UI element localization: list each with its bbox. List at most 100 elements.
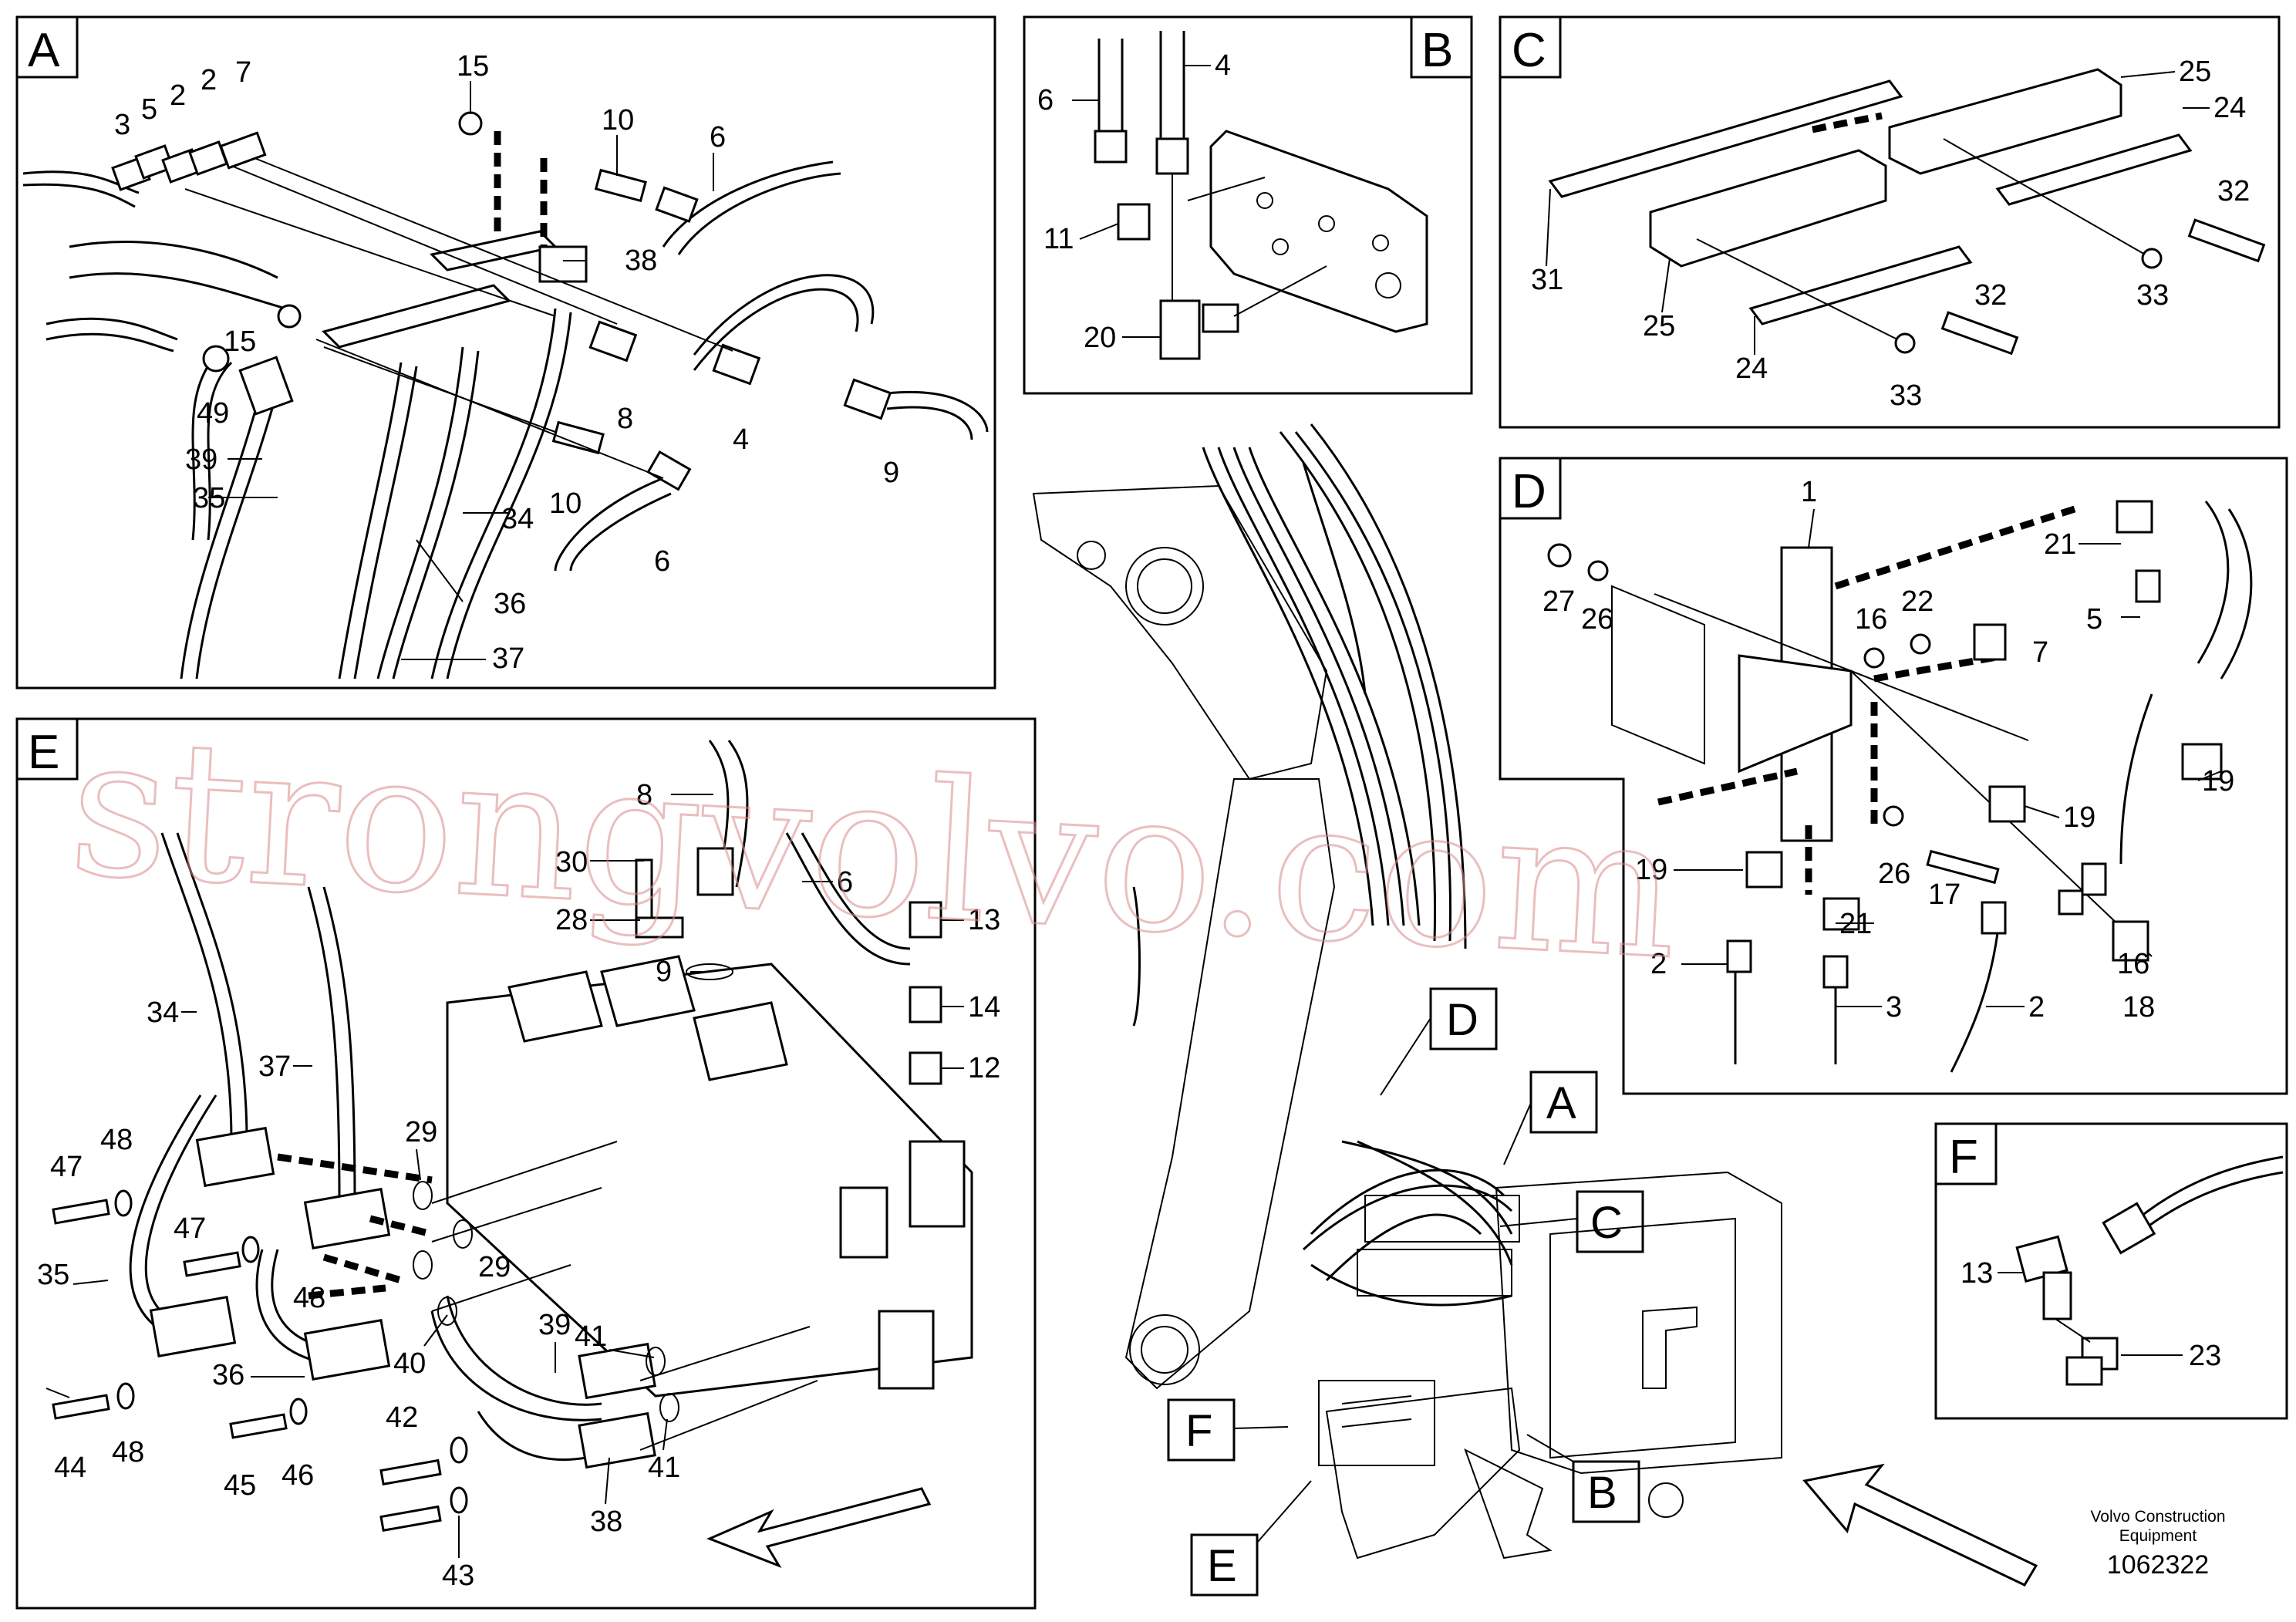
label: 15 — [457, 50, 489, 83]
label: 32 — [2217, 175, 2250, 207]
company-line-1: Volvo Construction — [2090, 1508, 2225, 1526]
label: 3 — [1886, 991, 1902, 1023]
label: 40 — [393, 1347, 426, 1380]
label: 16 — [2117, 948, 2149, 980]
label: 7 — [2032, 636, 2048, 669]
label: 48 — [112, 1436, 144, 1469]
label: 29 — [405, 1116, 437, 1148]
panel-d-labels: 1 21 27 26 22 16 7 5 19 19 19 26 17 21 2… — [1542, 476, 2234, 1023]
label: 5 — [2086, 603, 2102, 636]
label: 31 — [1531, 264, 1563, 296]
label: 44 — [54, 1452, 86, 1484]
label: 45 — [224, 1469, 256, 1502]
label: 14 — [968, 991, 1000, 1023]
label: 19 — [2202, 765, 2234, 798]
label: 19 — [2063, 801, 2095, 834]
label: 35 — [37, 1259, 69, 1291]
label: 30 — [555, 846, 588, 878]
label: 37 — [258, 1050, 291, 1083]
callout-b: B — [1587, 1468, 1617, 1518]
label: 11 — [1043, 223, 1074, 255]
label: 20 — [1084, 322, 1116, 354]
panel-c-labels: 25 24 32 31 25 24 33 32 33 — [1531, 56, 2250, 412]
label: 34 — [501, 503, 534, 535]
label: 2 — [1650, 948, 1667, 980]
label: 9 — [883, 457, 899, 489]
label: 39 — [538, 1309, 571, 1341]
footer: Volvo Construction Equipment 1062322 — [2090, 1508, 2225, 1580]
panel-c-letter: C — [1512, 24, 1546, 77]
label: 18 — [2122, 991, 2155, 1023]
panel-b: B — [1023, 15, 1473, 395]
label: 26 — [1581, 603, 1613, 636]
panel-d: D — [1499, 457, 2288, 1095]
label: 19 — [1635, 854, 1667, 886]
label: 10 — [549, 487, 582, 520]
callout-e: E — [1207, 1541, 1237, 1591]
label: 2 — [2028, 991, 2045, 1023]
label: 10 — [602, 104, 634, 137]
label: 24 — [1735, 352, 1768, 385]
callout-a: A — [1546, 1078, 1576, 1128]
label: 38 — [590, 1506, 622, 1538]
label: 33 — [1890, 379, 1922, 412]
label: 33 — [2136, 279, 2169, 312]
label: 48 — [100, 1124, 133, 1156]
panel-d-letter: D — [1512, 465, 1546, 518]
label: 13 — [968, 904, 1000, 936]
label: 23 — [2189, 1340, 2221, 1372]
panel-c: C — [1499, 15, 2281, 429]
callout-c: C — [1590, 1198, 1623, 1248]
label: 17 — [1928, 878, 1961, 911]
label: 6 — [1037, 84, 1054, 116]
label: 26 — [1878, 858, 1910, 890]
panel-a-letter: A — [28, 24, 60, 77]
label: 25 — [2179, 56, 2211, 88]
label: 2 — [170, 79, 186, 112]
label: 27 — [1542, 585, 1575, 618]
label: 2 — [201, 64, 217, 96]
label: 13 — [1961, 1257, 1993, 1290]
label: 25 — [1643, 310, 1675, 342]
panel-f-labels: 13 23 — [1961, 1257, 2221, 1372]
panel-f: F — [1934, 1122, 2288, 1420]
callout-f: F — [1185, 1406, 1212, 1456]
label: 38 — [625, 244, 657, 277]
label: 4 — [1215, 49, 1231, 82]
label: 16 — [1855, 603, 1887, 636]
label: 1 — [1801, 476, 1817, 508]
drawing-number: 1062322 — [2107, 1550, 2209, 1580]
label: 9 — [656, 956, 672, 988]
label: 3 — [114, 109, 130, 141]
label: 24 — [2213, 92, 2246, 124]
panel-e-letter: E — [28, 726, 59, 779]
label: 6 — [837, 866, 853, 899]
label: 42 — [386, 1401, 418, 1434]
label: 46 — [282, 1459, 314, 1492]
label: 32 — [1974, 279, 2007, 312]
label: 28 — [555, 904, 588, 936]
panel-e: E — [15, 717, 1037, 1610]
label: 4 — [733, 423, 749, 456]
label: 5 — [141, 93, 157, 126]
label: 34 — [147, 996, 179, 1029]
label: 47 — [174, 1212, 206, 1245]
label: 47 — [50, 1151, 83, 1183]
label: 6 — [654, 545, 670, 578]
machine-overview — [1032, 423, 2038, 1587]
label: 36 — [212, 1359, 244, 1391]
panel-f-letter: F — [1949, 1131, 1978, 1184]
label: 48 — [293, 1282, 325, 1314]
label: 49 — [197, 397, 229, 430]
label: 43 — [442, 1560, 474, 1592]
panel-a: A — [15, 15, 996, 690]
panel-a-labels: 15 3 5 2 2 7 10 6 38 15 49 39 35 8 4 9 1… — [114, 50, 899, 675]
label: 15 — [224, 325, 256, 358]
label: 6 — [710, 121, 726, 153]
label: 21 — [2044, 528, 2076, 561]
label: 37 — [492, 642, 524, 675]
label: 7 — [235, 56, 251, 89]
overview-callouts: D A C F B E — [1167, 987, 1644, 1597]
label: 22 — [1901, 585, 1934, 618]
